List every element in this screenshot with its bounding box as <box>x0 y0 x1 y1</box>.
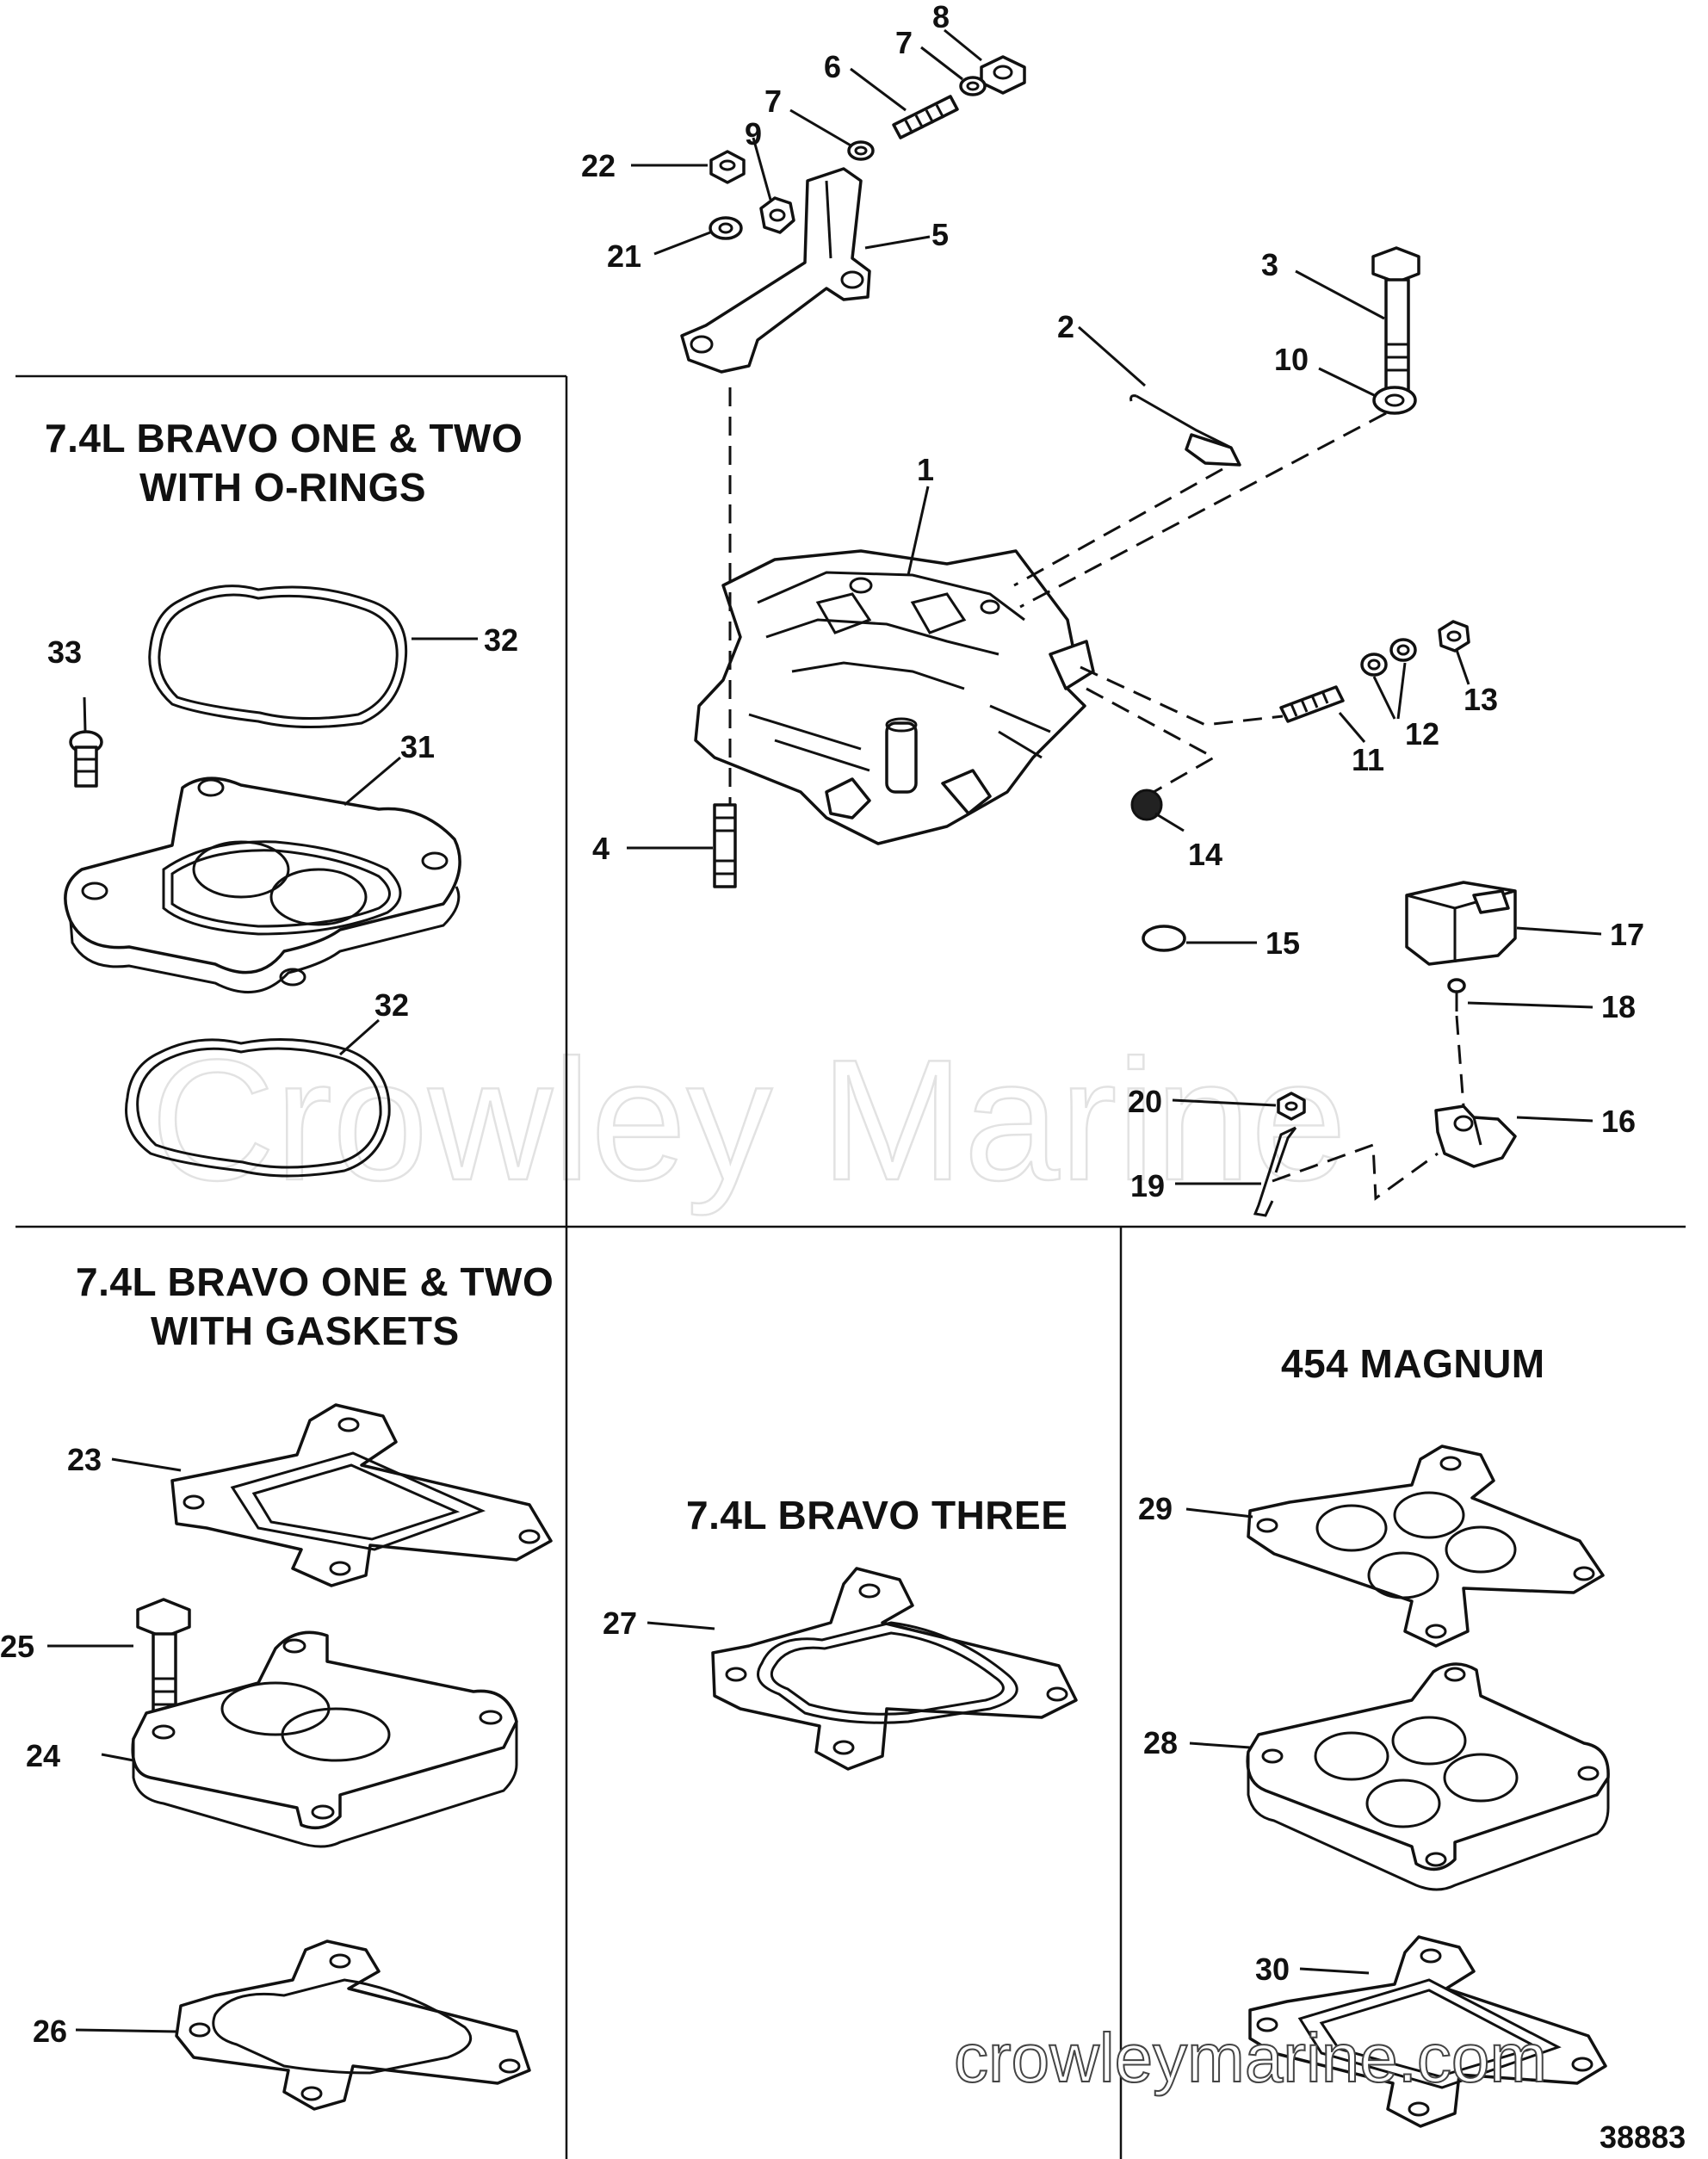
heading-gaskets-line1: 7.4L BRAVO ONE & TWO <box>76 1259 554 1304</box>
panel-bravo-o-rings: 7.4L BRAVO ONE & TWO WITH O-RINGS <box>45 416 523 1178</box>
part-33-screw <box>69 730 103 788</box>
callout-20: 20 <box>1128 1084 1162 1119</box>
part-1-carburetor <box>694 549 1095 845</box>
part-21-washer <box>709 216 743 240</box>
callout-12: 12 <box>1405 716 1439 752</box>
callout-30: 30 <box>1255 1952 1290 1987</box>
part-7-washer-lower <box>847 140 875 161</box>
assembly-dashes <box>728 387 1465 1201</box>
heading-o-rings-line2: WITH O-RINGS <box>139 465 426 510</box>
callout-32-upper: 32 <box>484 622 518 658</box>
part-27-gasket <box>711 1567 1078 1771</box>
part-19-clip <box>1253 1126 1297 1217</box>
part-8-nut <box>980 55 1026 95</box>
part-17-cover <box>1405 881 1517 966</box>
callout-23: 23 <box>67 1442 102 1477</box>
callout-16: 16 <box>1601 1104 1636 1139</box>
part-2-rod <box>1129 394 1241 467</box>
part-31-spacer <box>64 776 461 993</box>
part-5-bracket <box>680 167 871 374</box>
part-22-nut <box>709 150 746 184</box>
callout-1: 1 <box>917 452 934 487</box>
heading-454-magnum: 454 MAGNUM <box>1281 1341 1545 1386</box>
part-11-stud <box>1279 685 1345 723</box>
part-32-o-ring-lower <box>125 1038 391 1178</box>
callout-21: 21 <box>607 238 641 274</box>
callout-10: 10 <box>1274 342 1309 377</box>
part-7-washer-upper <box>959 76 987 96</box>
part-6-stud <box>892 95 959 139</box>
callout-15: 15 <box>1266 925 1300 961</box>
part-3-bolt <box>1371 246 1420 393</box>
part-26-gasket <box>175 1939 531 2111</box>
part-29-plate <box>1247 1444 1605 1648</box>
callout-28: 28 <box>1143 1725 1178 1760</box>
callout-22: 22 <box>581 148 616 183</box>
callout-18: 18 <box>1601 989 1636 1024</box>
callout-4: 4 <box>592 831 610 866</box>
part-20-nut <box>1277 1092 1306 1121</box>
carburetor-assembly-group: 8 7 6 7 9 22 21 5 3 10 2 1 4 11 12 13 14… <box>581 0 1644 1217</box>
callout-29: 29 <box>1138 1491 1173 1526</box>
callout-13: 13 <box>1464 682 1498 717</box>
callout-25: 25 <box>0 1629 34 1664</box>
part-16-bracket <box>1434 1104 1517 1168</box>
callout-5: 5 <box>931 217 949 252</box>
callout-3: 3 <box>1261 247 1278 282</box>
part-23-gasket <box>170 1403 553 1587</box>
heading-bravo-three: 7.4L BRAVO THREE <box>686 1493 1068 1537</box>
panel-frames <box>15 374 1686 2159</box>
callout-9: 9 <box>745 116 762 152</box>
callout-6: 6 <box>824 49 841 84</box>
callout-33: 33 <box>47 634 82 670</box>
callout-7-upper: 7 <box>895 25 913 60</box>
part-10-washer <box>1372 386 1417 415</box>
callout-14: 14 <box>1188 837 1222 872</box>
part-24-spacer <box>131 1630 518 1848</box>
part-12-washers <box>1360 638 1417 677</box>
callout-17: 17 <box>1610 917 1644 952</box>
panel-bravo-three: 7.4L BRAVO THREE 27 <box>603 1493 1078 1771</box>
panel-bravo-gaskets: 7.4L BRAVO ONE & TWO WITH GASKETS <box>0 1259 554 2111</box>
part-25-bolt <box>136 1598 191 1717</box>
callout-31: 31 <box>400 729 435 764</box>
callout-24: 24 <box>26 1738 60 1773</box>
callout-27: 27 <box>603 1605 637 1641</box>
part-9-nut <box>759 196 795 234</box>
part-4-stud <box>713 803 737 888</box>
leader-lines-top <box>627 28 1602 1185</box>
callout-8: 8 <box>932 0 950 34</box>
callout-32-lower: 32 <box>374 987 409 1023</box>
figure-number: 38883 <box>1600 2119 1686 2155</box>
footer-watermark: crowleymarine.com <box>954 2020 1547 2096</box>
watermark-text: Crowley Marine <box>151 1024 1346 1216</box>
panel-454-magnum: 454 MAGNUM <box>1138 1341 1610 2128</box>
callout-19: 19 <box>1130 1168 1165 1203</box>
part-30-gasket <box>1248 1935 1607 2128</box>
callout-2: 2 <box>1057 309 1074 344</box>
heading-gaskets-line2: WITH GASKETS <box>151 1308 460 1353</box>
callout-26: 26 <box>33 2014 67 2049</box>
part-32-o-ring-upper <box>148 585 408 729</box>
part-28-spacer <box>1246 1662 1610 1891</box>
part-15-cap <box>1142 925 1186 952</box>
part-18-screw <box>1447 978 1466 1011</box>
part-14-plug <box>1130 789 1163 821</box>
callout-7-lower: 7 <box>764 84 782 119</box>
callout-11: 11 <box>1352 742 1384 777</box>
heading-o-rings-line1: 7.4L BRAVO ONE & TWO <box>45 416 523 461</box>
part-13-nut <box>1438 620 1470 653</box>
